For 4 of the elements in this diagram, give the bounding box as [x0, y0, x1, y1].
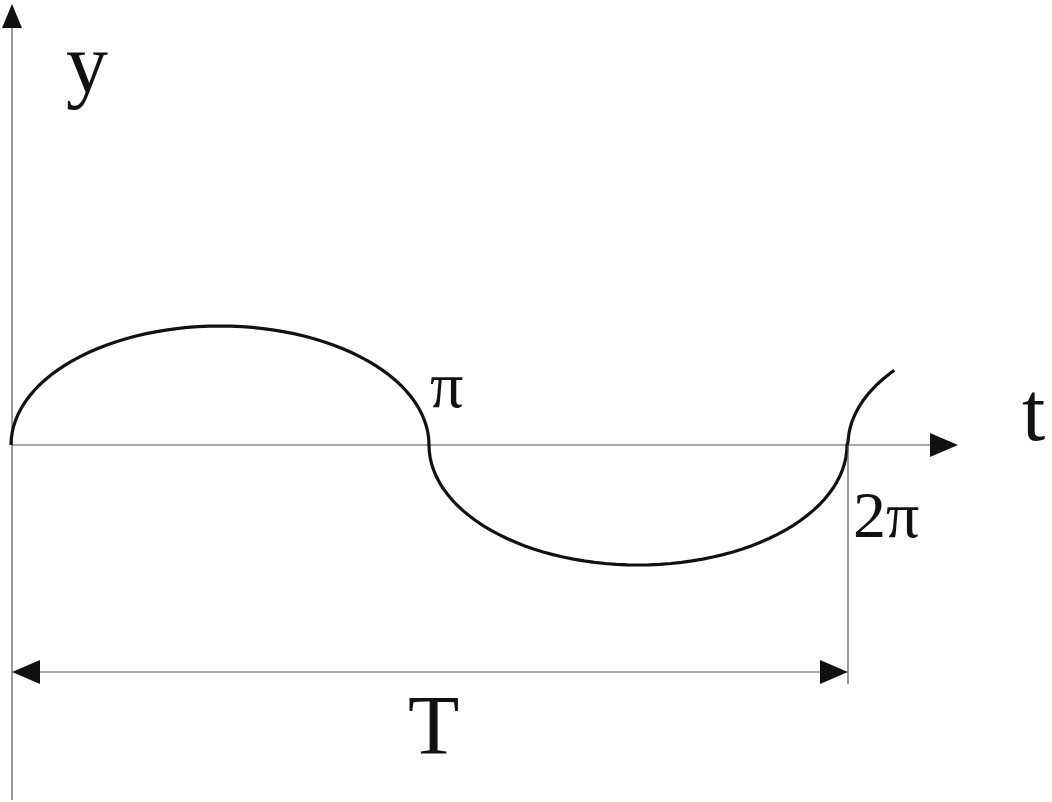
tick-label: π	[430, 352, 464, 418]
axis-label: t	[1022, 370, 1046, 454]
dimension-label: T	[408, 684, 460, 768]
tick-label: 2π	[853, 482, 920, 548]
